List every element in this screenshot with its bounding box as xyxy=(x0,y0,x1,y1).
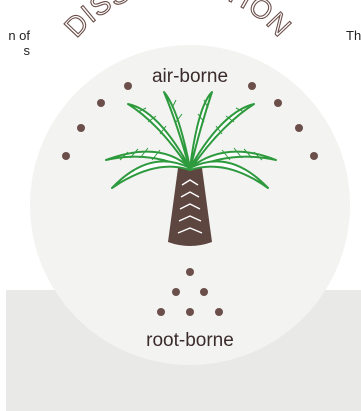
air-dot xyxy=(77,124,85,132)
root-dot xyxy=(186,308,194,316)
root-dot xyxy=(215,308,223,316)
root-dot xyxy=(186,268,194,276)
dissemination-title-text: DISSEMINATION xyxy=(58,0,297,43)
root-borne-label: root-borne xyxy=(146,330,234,351)
air-dot xyxy=(274,99,282,107)
air-dot xyxy=(248,82,256,90)
dissemination-title: DISSEMINATION xyxy=(58,0,297,43)
air-dot xyxy=(62,152,70,160)
air-dot xyxy=(310,152,318,160)
air-dot xyxy=(295,124,303,132)
air-dot xyxy=(97,99,105,107)
air-borne-label: air-borne xyxy=(152,66,228,87)
root-dot xyxy=(200,288,208,296)
root-dot xyxy=(157,308,165,316)
root-dot xyxy=(172,288,180,296)
air-dot xyxy=(124,82,132,90)
